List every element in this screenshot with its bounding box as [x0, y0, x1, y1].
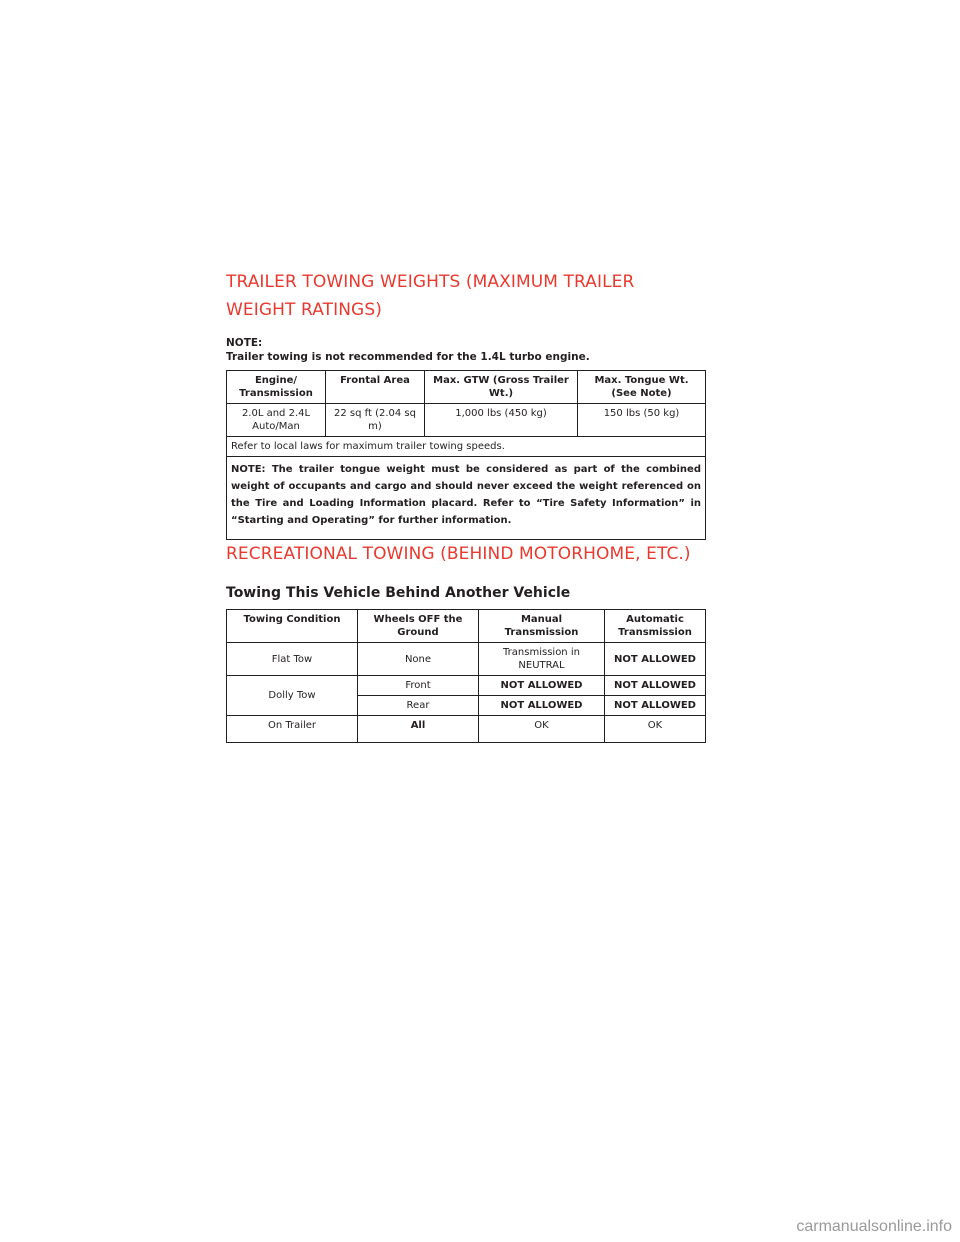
cell-on-trailer-manual: OK	[478, 715, 605, 743]
cell-on-trailer-wheels: All	[357, 715, 479, 743]
header-frontal-area: Frontal Area	[325, 370, 425, 404]
table-header-row: Engine/ Transmission Frontal Area Max. G…	[226, 370, 706, 404]
table-row: 2.0L and 2.4L Auto/Man 22 sq ft (2.04 sq…	[226, 403, 706, 437]
trailer-towing-title: TRAILER TOWING WEIGHTS (MAXIMUM TRAILER …	[226, 272, 635, 320]
cell-dolly-front-manual: NOT ALLOWED	[478, 675, 605, 696]
cell-dolly-front: Front	[357, 675, 479, 696]
table-row: Refer to local laws for maximum trailer …	[226, 436, 706, 457]
speed-note: Refer to local laws for maximum trailer …	[226, 436, 706, 457]
table-header-row: Towing Condition Wheels OFF the Ground M…	[226, 609, 706, 643]
cell-on-trailer-auto: OK	[604, 715, 706, 743]
cell-dolly-rear-auto: NOT ALLOWED	[604, 695, 706, 716]
note-label: NOTE:	[226, 337, 263, 349]
note-text: Trailer towing is not recommended for th…	[226, 351, 590, 363]
recreational-towing-title: RECREATIONAL TOWING (BEHIND MOTORHOME, E…	[226, 544, 691, 564]
cell-engine: 2.0L and 2.4L Auto/Man	[226, 403, 326, 437]
watermark: carmanualsonline.info	[796, 1218, 952, 1235]
cell-flat-tow-wheels: None	[357, 642, 479, 676]
header-max-tongue: Max. Tongue Wt. (See Note)	[577, 370, 706, 404]
cell-dolly-front-auto: NOT ALLOWED	[604, 675, 706, 696]
table-row: Flat Tow None Transmission in NEUTRAL NO…	[226, 642, 706, 676]
cell-frontal-area: 22 sq ft (2.04 sq m)	[325, 403, 425, 437]
cell-on-trailer: On Trailer	[226, 715, 358, 743]
header-wheels-off: Wheels OFF the Ground	[357, 609, 479, 643]
cell-max-gtw: 1,000 lbs (450 kg)	[424, 403, 578, 437]
cell-dolly-rear: Rear	[357, 695, 479, 716]
cell-flat-tow-auto: NOT ALLOWED	[604, 642, 706, 676]
cell-flat-tow: Flat Tow	[226, 642, 358, 676]
table-row: On Trailer All OK OK	[226, 715, 706, 743]
table-row: Rear NOT ALLOWED NOT ALLOWED	[227, 695, 706, 716]
page-content: TRAILER TOWING WEIGHTS (MAXIMUM TRAILER …	[226, 268, 706, 743]
cell-max-tongue: 150 lbs (50 kg)	[577, 403, 706, 437]
cell-dolly-tow: Dolly Tow	[226, 675, 358, 716]
header-max-gtw: Max. GTW (Gross Trailer Wt.)	[424, 370, 578, 404]
tongue-weight-note: NOTE: The trailer tongue weight must be …	[226, 456, 706, 540]
cell-dolly-rear-manual: NOT ALLOWED	[478, 695, 605, 716]
table-row: Dolly Tow Front NOT ALLOWED NOT ALLOWED	[226, 675, 706, 716]
header-engine: Engine/ Transmission	[226, 370, 326, 404]
trailer-weights-table: Engine/ Transmission Frontal Area Max. G…	[226, 370, 706, 540]
table-row: NOTE: The trailer tongue weight must be …	[226, 456, 706, 540]
header-towing-condition: Towing Condition	[226, 609, 358, 643]
towing-subheading: Towing This Vehicle Behind Another Vehic…	[226, 585, 571, 601]
recreational-towing-table: Towing Condition Wheels OFF the Ground M…	[226, 609, 706, 743]
header-manual: Manual Transmission	[478, 609, 605, 643]
cell-flat-tow-manual: Transmission in NEUTRAL	[478, 642, 605, 676]
header-automatic: Automatic Transmission	[604, 609, 706, 643]
